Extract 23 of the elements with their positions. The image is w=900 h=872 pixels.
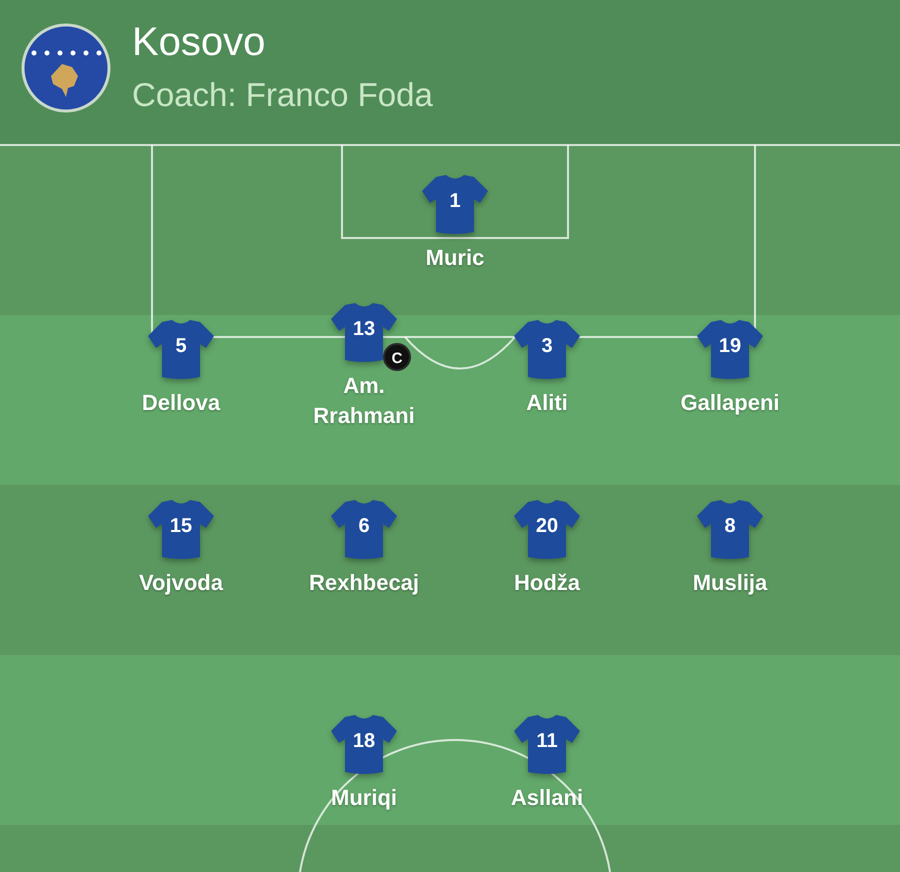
shirt-number: 11 (536, 729, 558, 753)
shirt-number: 20 (536, 514, 558, 538)
player-name: Am. Rrahmani (312, 372, 416, 430)
player-name: Hodža (513, 569, 582, 597)
shirt-number: 6 (358, 514, 370, 538)
player-name: Vojvoda (138, 569, 224, 597)
shirt-number: 3 (541, 334, 553, 358)
shirt-number: 19 (718, 334, 742, 358)
player-name: Aliti (525, 389, 569, 417)
player-name: Muric (424, 244, 486, 272)
shirt-number: 8 (724, 514, 736, 538)
shirt-number: 18 (352, 729, 376, 753)
shirt-number: 5 (175, 334, 187, 358)
player-name: Rexhbecaj (308, 569, 420, 597)
shirt-number: 1 (449, 189, 461, 213)
shirt-number: 15 (170, 514, 192, 538)
player-name: Gallapeni (679, 389, 781, 417)
shirt-number: 13 (352, 317, 376, 341)
player-name: Muslija (692, 569, 768, 597)
team-name: Kosovo (132, 20, 266, 65)
player-name: Dellova (140, 389, 222, 417)
player-name: Muriqi (330, 784, 398, 812)
coach-name: Coach: Franco Foda (132, 76, 433, 114)
